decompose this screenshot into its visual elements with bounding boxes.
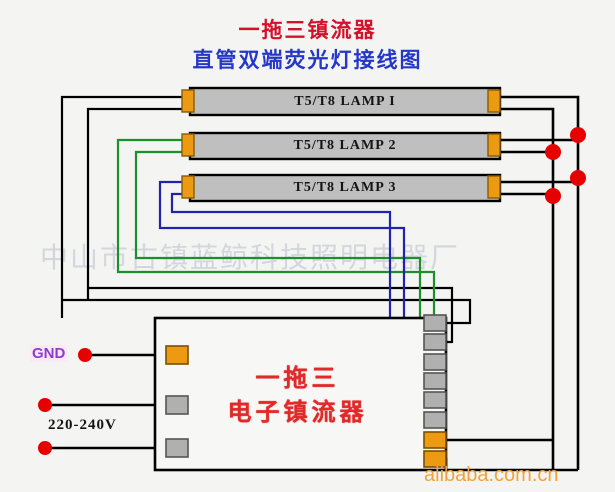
junction-dot-3 [570,170,586,186]
neutral-terminal-dot[interactable] [38,441,52,455]
terminal-out-8[interactable] [423,450,447,468]
wire-lamp1-return-paths [62,286,472,344]
wire-group-mains [45,353,155,450]
voltage-label: 220-240V [48,417,117,433]
terminal-out-4[interactable] [423,372,447,390]
watermark-alibaba: alibaba.com.cn [424,464,559,486]
page-title-chinese: 一拖三镇流器 [238,19,377,42]
page-subtitle-chinese: 直管双端荧光灯接线图 [192,48,423,72]
lamp-1-label: T5/T8 LAMP I [294,94,396,109]
junction-dots [545,127,586,204]
gnd-label: GND [30,345,68,362]
lamp-tube-2 [181,131,502,161]
lamp-3-label: T5/T8 LAMP 3 [293,180,397,195]
lamp-2-label: T5/T8 LAMP 2 [293,138,397,153]
terminal-out-3[interactable] [423,353,447,371]
terminal-line[interactable] [165,395,189,415]
ballast-title-line1: 一拖三 [255,365,340,392]
lamp-tube-1 [181,86,502,117]
terminal-out-6[interactable] [423,411,447,429]
lamp-tube-3 [181,173,502,203]
ballast-left-terminals [165,345,189,458]
ballast-box [153,316,448,472]
terminal-out-2[interactable] [423,333,447,351]
junction-dot-1 [570,127,586,143]
terminal-out-7[interactable] [423,431,447,449]
terminal-gnd[interactable] [165,345,189,365]
junction-dot-2 [545,144,561,160]
terminal-out-5[interactable] [423,391,447,409]
wire-group-lamp1-black [60,95,188,318]
terminal-out-1[interactable] [423,314,447,332]
junction-dot-4 [545,188,561,204]
gnd-terminal-dot[interactable] [78,348,92,362]
live-terminal-dot[interactable] [38,398,52,412]
ballast-title-line2: 电子镇流器 [227,399,368,426]
mains-terminal-dots [38,348,92,455]
ballast-right-terminals [423,314,447,468]
wire-group-right-bus-black [444,95,580,472]
terminal-neutral[interactable] [165,438,189,458]
